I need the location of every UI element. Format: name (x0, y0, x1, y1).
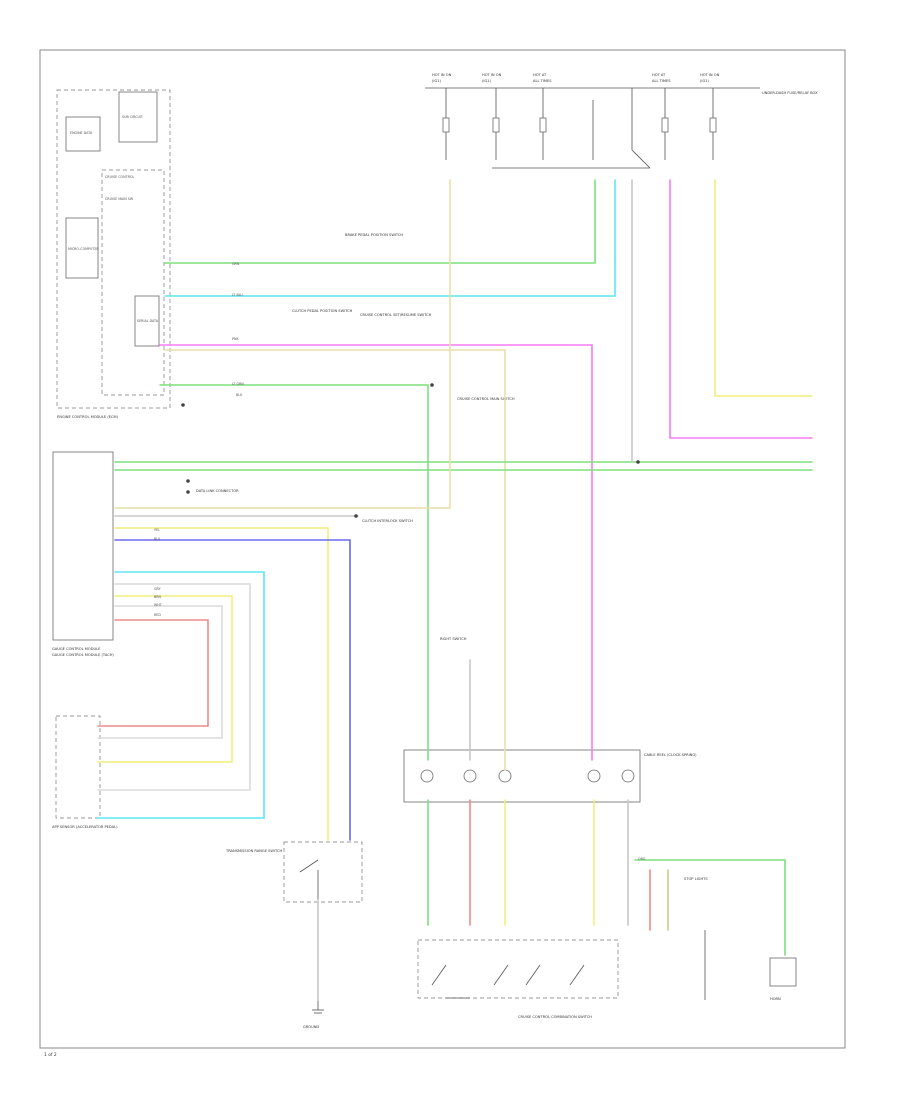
wire-tag-pnk: PNK (232, 337, 239, 341)
wire-yellow-15 (97, 595, 233, 763)
wire-yellow-6 (714, 179, 813, 397)
fuse-label-2-sub: (IG1) (482, 79, 492, 83)
wire-tan-3 (164, 349, 506, 771)
wire-cyan-1 (164, 179, 616, 297)
clutch-interlock-label: CLUTCH INTERLOCK SWITCH (362, 519, 413, 523)
set-resume-switch-label: CRUISE CONTROL SET/RESUME SWITCH (360, 313, 432, 317)
wire-tag-blk: BLK (236, 393, 243, 397)
fuse-label-3: HOT AT (533, 73, 547, 77)
cable-reel-label: CABLE REEL (CLOCK SPRING) (644, 753, 697, 757)
wire-pink-2 (159, 344, 593, 761)
wire-tag-lt-blu: LT BLU (232, 293, 243, 297)
fuse-label-5: HOT IN ON (700, 73, 720, 77)
main-switch-label: CRUISE CONTROL MAIN SWITCH (457, 397, 515, 401)
wire-tan-9 (114, 179, 451, 509)
splice-dot-0 (636, 460, 640, 464)
wire-tag-org: ORG (638, 857, 646, 861)
app-sensor-label: APP SENSOR (ACCELERATOR PEDAL) (52, 825, 118, 829)
transmission-ground: GROUND (303, 1025, 319, 1029)
ecm-internal-3: MICRO-COMPUTER (68, 247, 100, 251)
ecm-memory-label: ENGINE DATA (70, 131, 93, 135)
splice-dot-5 (430, 383, 434, 387)
transmission-range-switch: TRANSMISSION RANGE SWITCH GROUND (225, 841, 363, 1029)
fuse-label-5-sub: (IG1) (700, 79, 710, 83)
fuse-label-4-sub: ALL TIMES (652, 79, 671, 83)
fuse-label-2: HOT IN ON (482, 73, 502, 77)
fuse-box-label: UNDER-DASH FUSE/RELAY BOX (762, 91, 818, 95)
data-link-label: DATA LINK CONNECTOR (196, 489, 239, 493)
wire-yellow-11 (114, 527, 329, 841)
fuse-label-1: HOT IN ON (432, 73, 452, 77)
wire-red-17 (97, 619, 209, 727)
fuse-label-3-sub: ALL TIMES (533, 79, 552, 83)
page-number: 1 of 2 (44, 1052, 57, 1058)
splice-dot-2 (186, 479, 190, 483)
ecm-internal-4: SERIAL DATA (137, 319, 159, 323)
wire-light_gray-14 (97, 583, 251, 791)
fuse-label-4: HOT AT (652, 73, 666, 77)
stop-lights-label: STOP LIGHTS (684, 877, 708, 881)
wire-green-0 (164, 179, 596, 264)
wire-tag-lt-grn: LT GRN (232, 382, 244, 386)
wire-tag-grn: GRN (232, 262, 240, 266)
gauge-control-module: GAUGE CONTROL MODULE GAUGE CONTROL MODUL… (52, 451, 114, 657)
wire-light_gray-16 (97, 605, 223, 739)
brake-pedal-switch-label: BRAKE PEDAL POSITION SWITCH (345, 233, 403, 237)
wire-cyan-13 (97, 571, 265, 819)
app-sensor: APP SENSOR (ACCELERATOR PEDAL) (52, 715, 118, 829)
engine-control-module: ENGINE DATA SUB CIRCUIT CRUISE CONTROL C… (56, 89, 171, 419)
horn-label: HORN (770, 997, 781, 1001)
wire-tag-yel: YEL (154, 528, 160, 532)
gauge-module-note: GAUGE CONTROL MODULE (TACH) (52, 653, 114, 657)
splice-dot-3 (186, 490, 190, 494)
wire-tag-brn: BRN (154, 595, 162, 599)
transmission-label: TRANSMISSION RANGE SWITCH (225, 849, 283, 853)
splice-dot-1 (354, 514, 358, 518)
cruise-switch-assembly: CRUISE CONTROL COMBINATION SWITCH (417, 939, 619, 1019)
wire-tag-blu: BLU (154, 537, 161, 541)
clutch-pedal-switch-label: CLUTCH PEDAL POSITION SWITCH (292, 309, 353, 313)
wire-tag-red: RED (154, 613, 161, 617)
horn: HORN (704, 930, 797, 1001)
right-switch-label: RIGHT SWITCH (440, 637, 467, 641)
cable-reel: CABLE REEL (CLOCK SPRING) (403, 749, 697, 803)
gauge-module-label: GAUGE CONTROL MODULE (52, 647, 101, 651)
wire-pink-5 (669, 179, 813, 439)
wire-green-4 (159, 384, 429, 761)
ecm-internal-1: CRUISE CONTROL (105, 175, 134, 179)
wire-tag-gry: GRY (154, 587, 162, 591)
wire-tag-wht: WHT (154, 603, 163, 607)
fuse-section: HOT IN ON (IG1) HOT IN ON (IG1) HOT AT A… (425, 73, 818, 169)
ecm-power-label: SUB CIRCUIT (122, 115, 144, 119)
wire-green-23 (634, 859, 786, 956)
splice-dot-4 (181, 403, 185, 407)
wire-harness (97, 179, 813, 1001)
ecm-internal-2: CRUISE MAIN SW (105, 197, 134, 201)
fuse-label-1-sub: (IG1) (432, 79, 442, 83)
ecm-label: ENGINE CONTROL MODULE (ECM) (57, 415, 119, 419)
diagram-frame (39, 49, 846, 1049)
wire-blue-12 (114, 539, 351, 841)
cruise-switch-label: CRUISE CONTROL COMBINATION SWITCH (518, 1015, 592, 1019)
